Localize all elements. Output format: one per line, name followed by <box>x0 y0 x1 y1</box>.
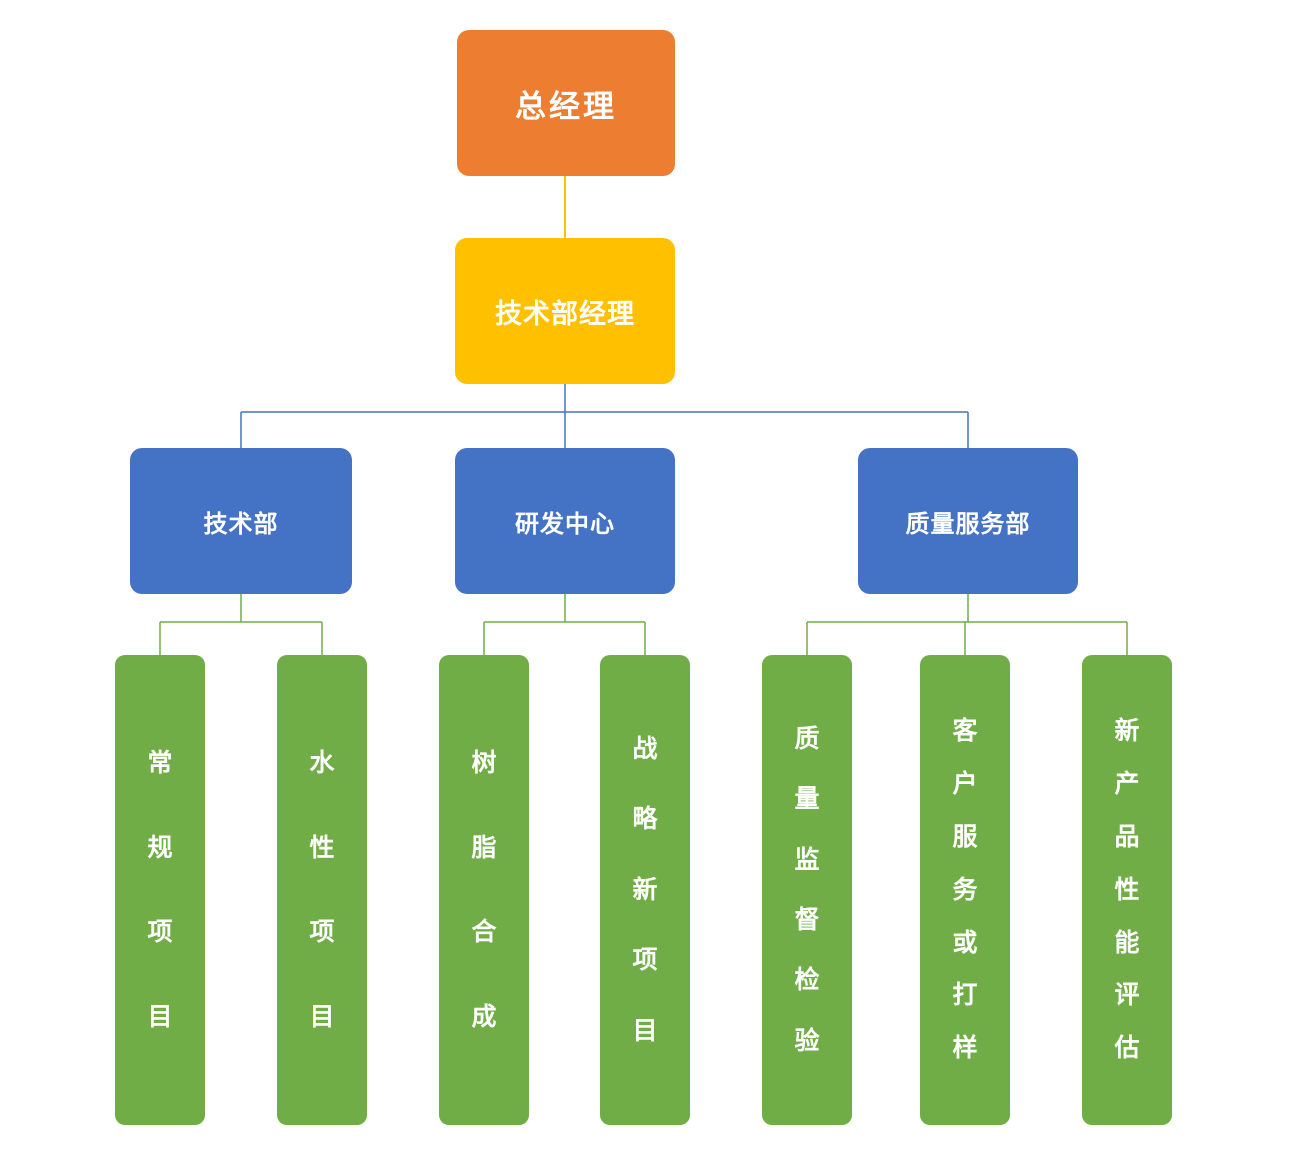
org-node-label: 常规项目 <box>147 748 173 1031</box>
org-node-dept-technical: 技术部 <box>130 448 352 594</box>
dept2-teams-connector <box>483 594 646 655</box>
org-node-dept-quality-service: 质量服务部 <box>858 448 1078 594</box>
dept1-teams-connector <box>159 594 323 655</box>
org-node-label: 技术部 <box>203 509 279 538</box>
org-node-team-regular-projects: 常规项目 <box>115 655 205 1125</box>
org-node-general-manager: 总经理 <box>457 30 675 176</box>
org-node-label: 水性项目 <box>309 748 335 1031</box>
org-node-label: 研发中心 <box>515 509 615 538</box>
org-node-label: 质量监督检验 <box>794 723 820 1055</box>
org-node-team-quality-supervision-inspection: 质量监督检验 <box>762 655 852 1125</box>
org-node-team-strategic-new-projects: 战略新项目 <box>600 655 690 1125</box>
org-node-label: 质量服务部 <box>905 509 1031 538</box>
org-node-label: 客户服务或打样 <box>952 716 978 1063</box>
org-node-label: 新产品性能评估 <box>1114 716 1140 1063</box>
org-node-label: 战略新项目 <box>632 733 658 1045</box>
dept3-teams-connector <box>806 594 1128 655</box>
org-node-team-customer-service-sampling: 客户服务或打样 <box>920 655 1010 1125</box>
org-node-team-waterborne-projects: 水性项目 <box>277 655 367 1125</box>
org-node-team-new-product-performance-evaluation: 新产品性能评估 <box>1082 655 1172 1125</box>
org-node-label: 技术部经理 <box>495 298 635 330</box>
manager-departments-connector <box>240 384 969 448</box>
org-node-tech-dept-manager: 技术部经理 <box>455 238 675 384</box>
org-node-label: 总经理 <box>515 88 617 125</box>
org-node-team-resin-synthesis: 树脂合成 <box>439 655 529 1125</box>
org-node-label: 树脂合成 <box>471 748 497 1031</box>
org-node-dept-rd-center: 研发中心 <box>455 448 675 594</box>
